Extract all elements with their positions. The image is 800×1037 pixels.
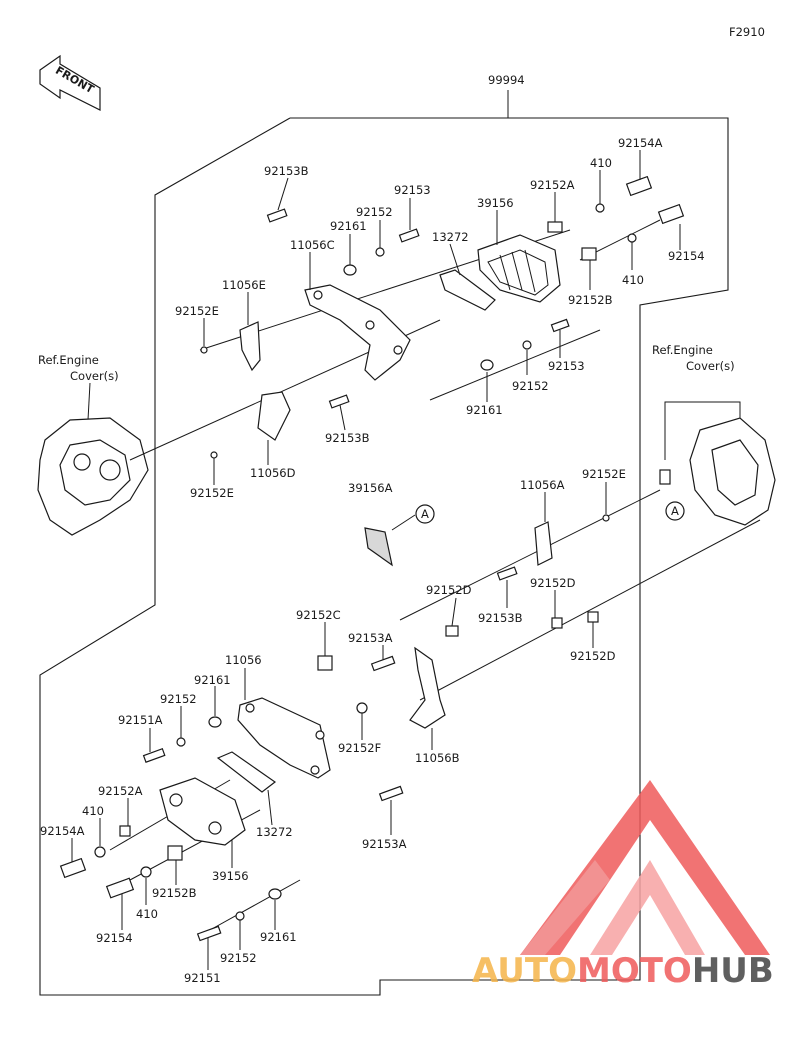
part-label: 92152B [568,293,613,307]
bracket-11056C [304,284,411,381]
marker-a-right-label: A [671,504,679,518]
watermark-moto: MOTO [577,951,692,991]
part-label: 92152D [426,583,472,597]
part-label: 92152 [356,205,393,219]
part-label: 92153B [478,611,523,625]
part-label: 92152D [570,649,616,663]
part-label: 13272 [256,825,293,839]
part-label: 92153B [325,431,370,445]
frame-slider-upper [477,234,561,303]
part-label: 92152D [530,576,576,590]
watermark-hub: HUB [692,951,774,991]
right-engine-cover [659,417,776,526]
ref-right-line1: Ref.Engine [652,343,713,357]
part-label: 11056D [250,466,296,480]
part-label: 92154 [96,931,133,945]
part-label: 92154 [668,249,705,263]
part-label: 92152A [530,178,575,192]
part-label: 410 [590,156,612,170]
part-label: 92151A [118,713,163,727]
part-label: 92152E [175,304,219,318]
part-label: 39156 [212,869,249,883]
assembly-frame [39,117,729,996]
front-arrow-icon: FRONT [39,54,101,111]
part-label: 92152A [98,784,143,798]
part-label: 92154A [40,824,85,838]
part-label: 11056C [290,238,335,252]
bracket-11056B [409,646,446,729]
watermark-logo: AUTOMOTOHUB [472,780,774,991]
marker-a-right [665,501,685,521]
part-label: 13272 [432,230,469,244]
part-label: 410 [136,907,158,921]
part-label: 92161 [260,930,297,944]
frame-slider-lower [159,777,246,846]
part-label: 410 [622,273,644,287]
svg-text:AUTOMOTOHUB: AUTOMOTOHUB [472,951,774,991]
part-label: 92154A [618,136,663,150]
ref-right-line2: Cover(s) [686,359,735,373]
part-label: 92152 [160,692,197,706]
part-label: 92152E [582,467,626,481]
plate-13272-lower [216,751,277,793]
part-label: 92153B [264,164,309,178]
part-label: 92151 [184,971,221,985]
part-label: 11056B [415,751,460,765]
part-label: 92152 [512,379,549,393]
part-label: 92161 [194,673,231,687]
piece-39156A [364,527,393,567]
part-label: 92153 [394,183,431,197]
marker-a-left-label: A [421,507,429,521]
part-label: 410 [82,804,104,818]
part-label: 92153A [348,631,393,645]
bracket-11056 [237,697,331,779]
part-label: 92152E [190,486,234,500]
bracket-11056D [257,391,291,441]
part-label: 92152B [152,886,197,900]
part-label: 92161 [466,403,503,417]
part-label: 92152C [296,608,341,622]
bracket-11056A [534,521,553,566]
plate-13272-upper [439,269,496,311]
part-label: 11056A [520,478,565,492]
watermark-auto: AUTO [472,951,577,991]
bracket-11056E [239,321,261,372]
part-label: 92153 [548,359,585,373]
diagram-code: F2910 [729,25,765,39]
assembly-number: 99994 [488,73,525,87]
ref-left-line2: Cover(s) [70,369,119,383]
part-label: 92161 [330,219,367,233]
part-label: 39156A [348,481,393,495]
marker-a-left [415,504,435,524]
left-engine-cover [37,417,149,536]
part-label: 11056 [225,653,262,667]
part-label: 92152F [338,741,381,755]
part-label: 92153A [362,837,407,851]
ref-left-line1: Ref.Engine [38,353,99,367]
part-label: 11056E [222,278,266,292]
part-label: 92152 [220,951,257,965]
part-label: 39156 [477,196,514,210]
